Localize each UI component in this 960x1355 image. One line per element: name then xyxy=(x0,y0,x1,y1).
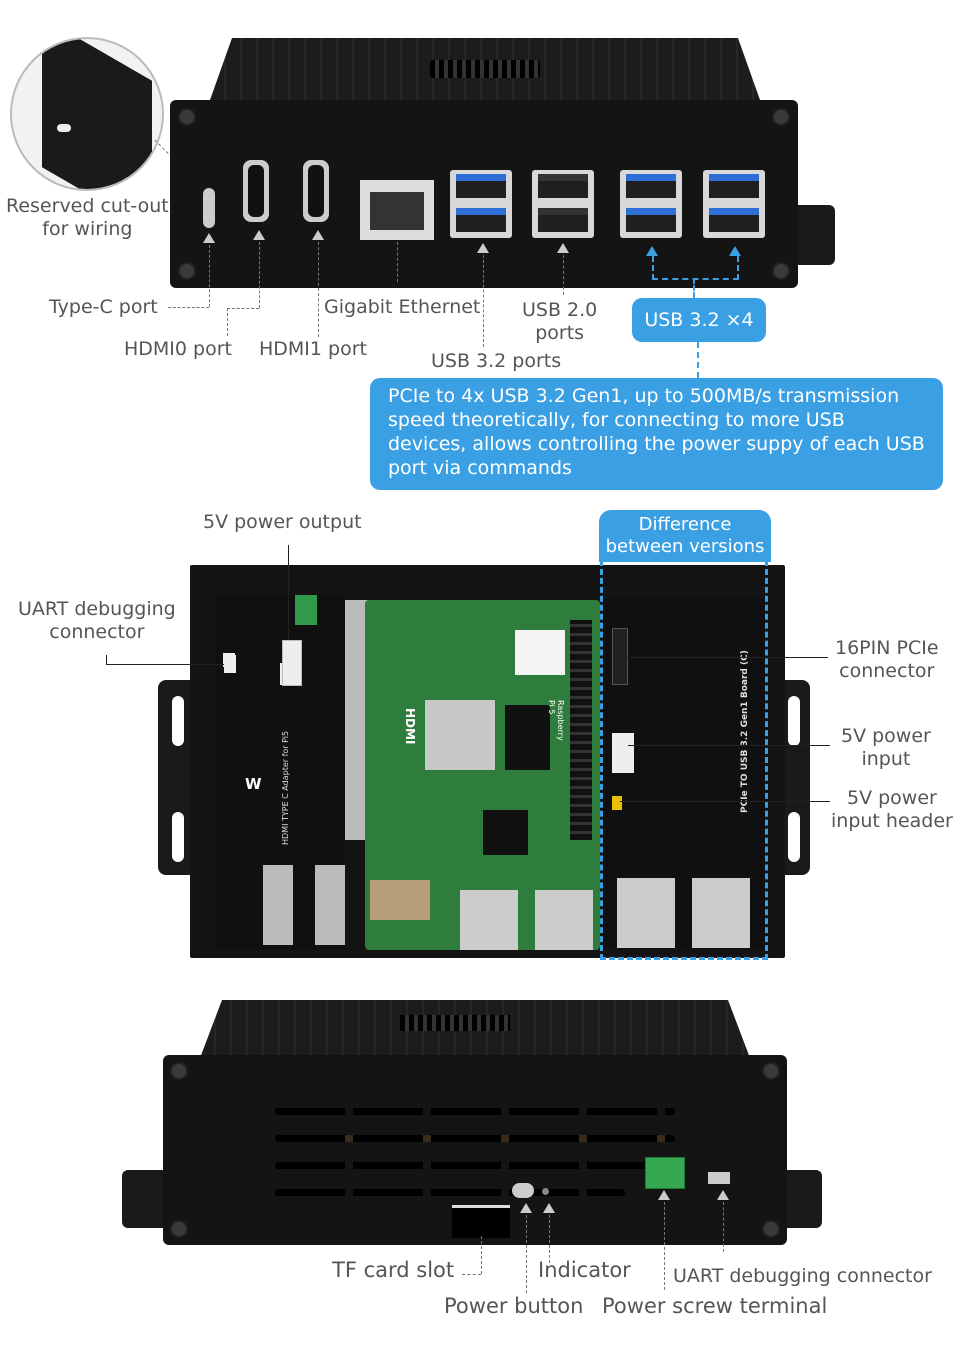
uart-connector xyxy=(224,655,236,673)
power-button[interactable] xyxy=(512,1183,534,1198)
tf-card-label: TF card slot xyxy=(332,1258,455,1282)
type-c-port xyxy=(203,188,215,228)
power-output-connector xyxy=(282,640,302,686)
indicator-led xyxy=(542,1188,549,1195)
power-output-label: 5V power output xyxy=(203,511,362,533)
power-screw-terminal xyxy=(645,1157,685,1189)
hdmi-board-text: HDMI xyxy=(403,708,417,745)
usb32-port xyxy=(703,170,765,238)
uart-bottom-label: UART debugging connector xyxy=(673,1265,932,1287)
hdmi0-label: HDMI0 port xyxy=(124,338,232,360)
power-button-label: Power button xyxy=(444,1294,584,1318)
indicator-label: Indicator xyxy=(538,1258,631,1282)
type-c-label: Type-C port xyxy=(49,296,158,318)
rpi-board-text: Raspberry Pi 5 xyxy=(547,700,565,741)
usb32-port xyxy=(450,170,512,238)
waveshare-logo: W xyxy=(245,775,262,793)
usb20-port xyxy=(532,170,594,238)
tf-card-slot xyxy=(452,1205,510,1238)
raspberry-pi-5-board: HDMI Raspberry Pi 5 xyxy=(365,600,600,950)
pcie-usb-board: PCIe TO USB 3.2 Gen1 Board (C) xyxy=(602,598,767,950)
cutout-detail-image xyxy=(10,37,164,191)
uart-connector xyxy=(708,1172,730,1184)
usb32-port xyxy=(620,170,682,238)
hdmi1-port xyxy=(303,160,329,222)
reserved-cutout-label: Reserved cut-out for wiring xyxy=(6,195,169,240)
ethernet-port xyxy=(360,180,434,240)
usb32-x4-badge: USB 3.2 ×4 xyxy=(632,298,766,342)
usb32-ports-label: USB 3.2 ports xyxy=(431,350,562,372)
hdmi0-port xyxy=(243,160,269,222)
hdmi1-label: HDMI1 port xyxy=(259,338,367,360)
screw-terminal-label: Power screw terminal xyxy=(602,1294,828,1318)
hdmi-adapter-board: W HDMI TYPE C Adapter for Pi5 xyxy=(215,595,345,950)
ethernet-label: Gigabit Ethernet xyxy=(324,296,481,318)
usb-feature-callout: PCIe to 4x USB 3.2 Gen1, up to 500MB/s t… xyxy=(370,378,943,490)
difference-highlight xyxy=(600,560,768,960)
